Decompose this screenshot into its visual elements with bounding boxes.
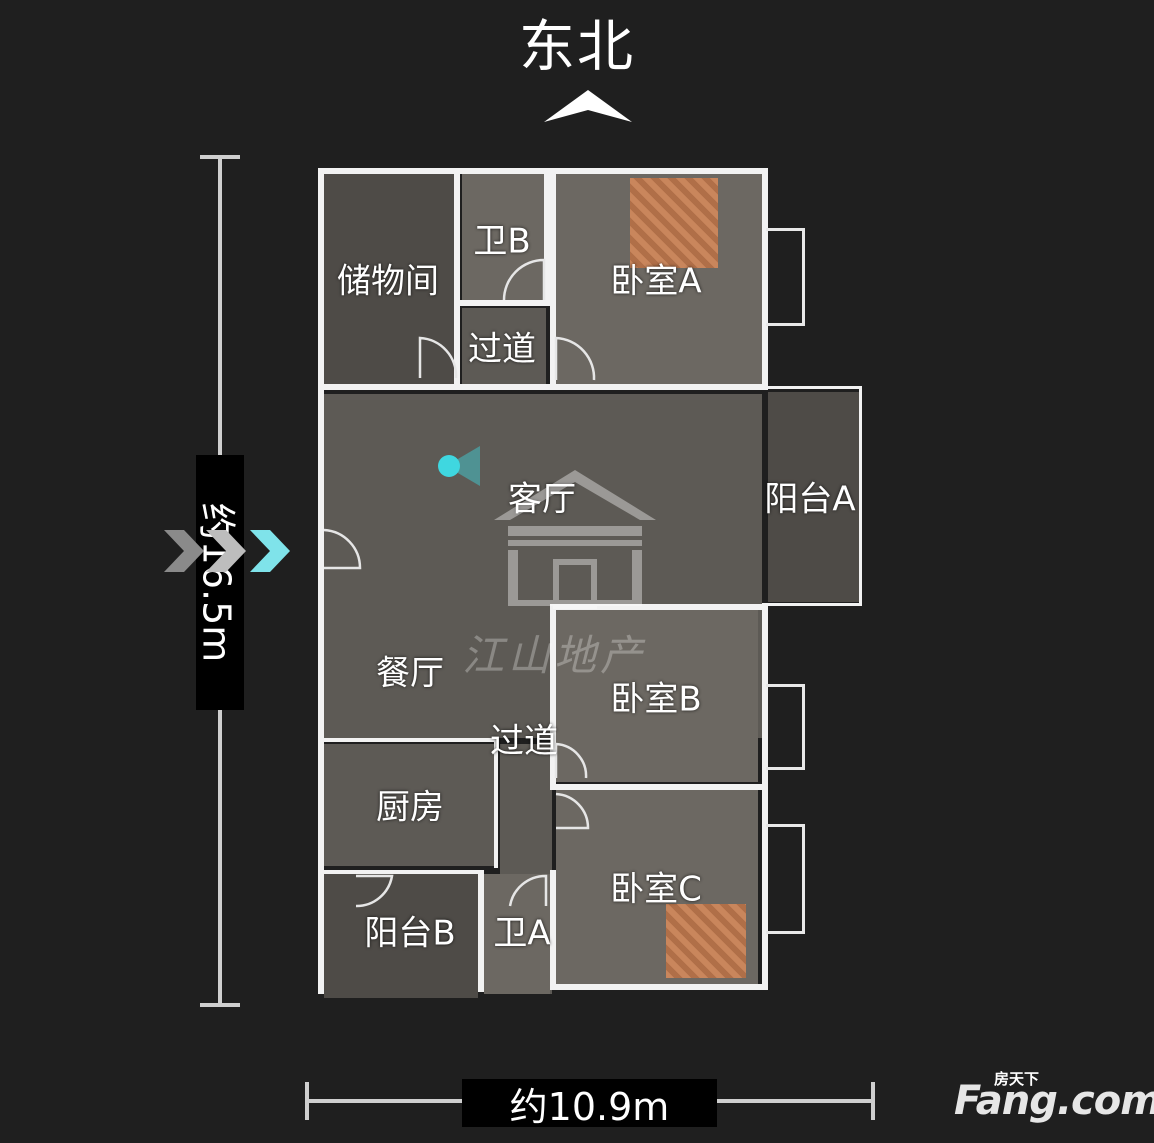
door-entry-icon: [323, 528, 362, 570]
corridor-south-label: 过道: [490, 721, 558, 762]
wall: [550, 870, 556, 990]
bedroom-b-label: 卧室B: [610, 679, 702, 720]
bedroom-b-room: [556, 610, 758, 782]
corridor-north-label: 过道: [468, 329, 536, 370]
wall: [454, 168, 460, 390]
door-storage-icon: [418, 336, 458, 379]
wall: [859, 386, 862, 606]
wall: [550, 604, 768, 610]
bed-a: [630, 178, 718, 268]
wall: [318, 870, 482, 874]
wall: [318, 168, 324, 994]
bay-window-c: [766, 824, 805, 934]
brand-small-label: 房天下: [994, 1070, 1040, 1088]
width-dimension-label: 约10.9m: [462, 1079, 717, 1129]
bay-window-b: [766, 684, 805, 770]
dimension-tick-bottom: [200, 1003, 240, 1007]
wall: [544, 168, 550, 300]
door-bedroom-b-icon: [554, 742, 588, 779]
wall: [550, 984, 768, 990]
wall: [550, 604, 556, 784]
wall: [762, 386, 862, 389]
floor-plan: 储物间 卫B 过道 卧室A 客厅 阳台A 餐厅 过道 卧室B 厨房 卧室C 阳台…: [318, 158, 868, 1003]
wall: [318, 738, 498, 742]
wall: [318, 384, 768, 390]
wall: [762, 604, 768, 988]
balcony-b-room: [324, 874, 478, 998]
wall: [478, 870, 484, 992]
direction-label: 东北: [519, 15, 635, 80]
kitchen-room: [324, 744, 494, 866]
door-balcony-b-icon: [355, 874, 394, 908]
door-bath-a-icon: [508, 874, 548, 907]
wall: [762, 603, 862, 606]
door-bath-b-icon: [502, 258, 546, 301]
wall: [550, 168, 556, 390]
wall: [318, 168, 768, 174]
corridor-north-room: [462, 308, 546, 384]
bath-a-label: 卫A: [493, 913, 551, 954]
dining-room-label: 餐厅: [376, 653, 444, 694]
storage-label: 储物间: [337, 261, 439, 302]
entry-arrows-icon: [164, 530, 290, 572]
balcony-b-label: 阳台B: [364, 913, 456, 954]
dimension-tick-right: [871, 1082, 875, 1120]
wall: [454, 300, 550, 306]
north-arrow-icon: [544, 90, 632, 122]
depth-dimension-badge: 约16.5m: [195, 455, 244, 710]
bath-b-label: 卫B: [473, 221, 531, 262]
balcony-a-room: [768, 392, 862, 602]
brand-main-label: Fang.com: [954, 1078, 1154, 1124]
bed-c: [666, 904, 746, 978]
bay-window-a: [766, 228, 805, 326]
bath-b-room: [462, 174, 546, 302]
balcony-a-label: 阳台A: [764, 479, 856, 520]
bedroom-c-label: 卧室C: [610, 869, 702, 910]
fang-brand-watermark: 房天下 Fang.com: [954, 1068, 1154, 1128]
wall: [550, 784, 768, 790]
agency-logo-icon: [494, 470, 656, 609]
door-bedroom-a-icon: [554, 336, 596, 381]
bath-a-room: [484, 874, 550, 994]
storage-room: [324, 174, 456, 384]
wall: [494, 738, 498, 868]
wall: [762, 168, 768, 384]
camera-position-marker-icon: [438, 446, 480, 486]
bedroom-a-label: 卧室A: [610, 261, 702, 302]
door-bedroom-c-icon: [555, 792, 590, 830]
agency-watermark: 江山地产: [462, 631, 647, 680]
kitchen-label: 厨房: [376, 787, 444, 828]
living-room-label: 客厅: [508, 472, 576, 521]
